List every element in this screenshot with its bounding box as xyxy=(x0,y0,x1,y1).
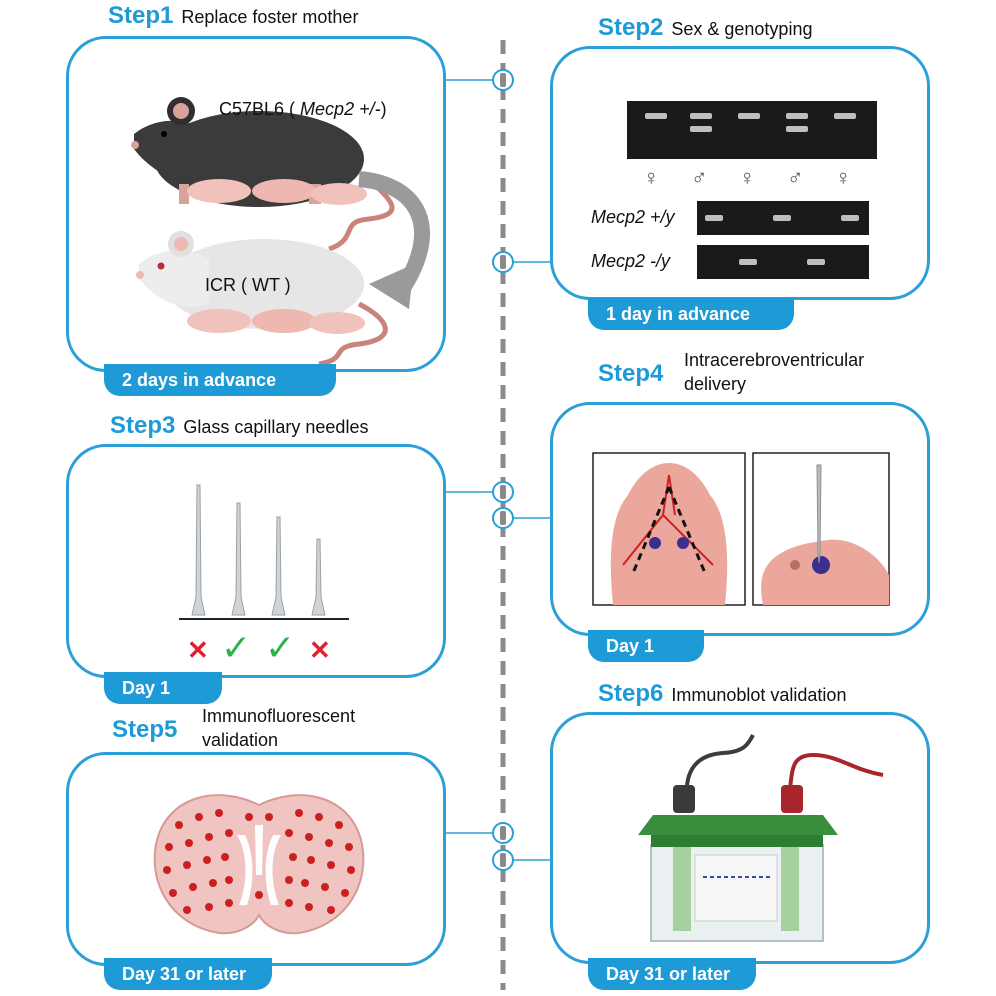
step6-card xyxy=(550,712,930,964)
arrow-icon xyxy=(358,171,431,309)
needles-illustration xyxy=(179,484,349,620)
step4-title: Step4 xyxy=(598,360,663,388)
mice-illustration xyxy=(131,97,431,367)
ko-row-label: Mecp2 -/y xyxy=(591,251,671,271)
needle-3-icon xyxy=(271,516,286,616)
step1-number: Step1 xyxy=(108,2,174,29)
ko-gel xyxy=(697,245,869,279)
step2-time-tag: 1 day in advance xyxy=(588,298,794,330)
pup-head-side-icon xyxy=(761,464,889,605)
electrophoresis-tank-icon xyxy=(638,734,884,942)
step5-description-line1: Immunofluorescent xyxy=(202,706,356,726)
step6-title: Step6 Immunoblot validation xyxy=(598,680,846,708)
step1-description: Replace foster mother xyxy=(181,7,359,27)
fluorescent-dots xyxy=(163,809,355,914)
step5-title: Step5 xyxy=(112,716,177,744)
foster-mouse-label: ICR ( WT ) xyxy=(205,275,291,295)
white-mouse-icon xyxy=(136,231,388,367)
step3-description: Glass capillary needles xyxy=(183,417,369,437)
icv-illustration xyxy=(592,452,890,606)
step3-title: Step3 Glass capillary needles xyxy=(110,412,368,440)
sex-symbol-3: ♀ xyxy=(739,165,756,190)
step5-description-line2: validation xyxy=(202,730,279,750)
step2-number: Step2 xyxy=(598,14,664,41)
sex-symbol-1: ♀ xyxy=(643,165,660,190)
step2-title: Step2 Sex & genotyping xyxy=(598,14,812,42)
step4-time-tag: Day 1 xyxy=(588,630,704,662)
genotyping-gels xyxy=(627,101,877,279)
sex-symbol-5: ♀ xyxy=(835,165,852,190)
step6-description: Immunoblot validation xyxy=(671,685,847,705)
step3-time-tag: Day 1 xyxy=(104,672,222,704)
pup-head-top-icon xyxy=(610,463,728,605)
mother-mouse-label: C57BL6 ( Mecp2 +/-) xyxy=(219,99,387,119)
immunoblot-tank-illustration xyxy=(638,734,884,942)
step1-card: C57BL6 ( Mecp2 +/-) ICR ( WT ) xyxy=(66,36,446,372)
step5-number: Step5 xyxy=(112,716,178,743)
step6-number: Step6 xyxy=(598,680,664,707)
step3-number: Step3 xyxy=(110,412,176,439)
check-icon: ✓ xyxy=(265,627,296,668)
brain-section-illustration xyxy=(153,794,365,935)
step6-time-tag: Day 31 or later xyxy=(588,958,756,990)
sex-symbol-2: ♂ xyxy=(691,165,708,190)
sex-gel xyxy=(627,101,877,159)
step4-description-line1: Intracerebroventricular xyxy=(684,350,865,370)
step2-description: Sex & genotyping xyxy=(671,19,813,39)
check-icon: ✓ xyxy=(221,627,252,668)
step4-card xyxy=(550,402,930,636)
step5-card xyxy=(66,752,446,966)
step2-card: ♀ ♂ ♀ ♂ ♀ Mecp2 +/y Mecp2 -/y xyxy=(550,46,930,300)
sex-symbol-4: ♂ xyxy=(787,165,804,190)
brain-section-icon xyxy=(153,794,365,935)
cross-icon: ✕ xyxy=(187,635,209,665)
step4-number: Step4 xyxy=(598,360,664,387)
step4-description-line2: delivery xyxy=(684,374,747,394)
step1-time-tag: 2 days in advance xyxy=(104,364,336,396)
wt-row-label: Mecp2 +/y xyxy=(591,207,675,227)
cross-icon: ✕ xyxy=(309,635,331,665)
step3-card: ✕ ✓ ✓ ✕ xyxy=(66,444,446,678)
needle-4-icon xyxy=(311,538,326,616)
step1-title: Step1 Replace foster mother xyxy=(108,2,358,30)
needle-2-icon xyxy=(231,502,246,616)
black-mouse-icon xyxy=(131,97,395,252)
step5-time-tag: Day 31 or later xyxy=(104,958,272,990)
needle-1-icon xyxy=(191,484,206,616)
